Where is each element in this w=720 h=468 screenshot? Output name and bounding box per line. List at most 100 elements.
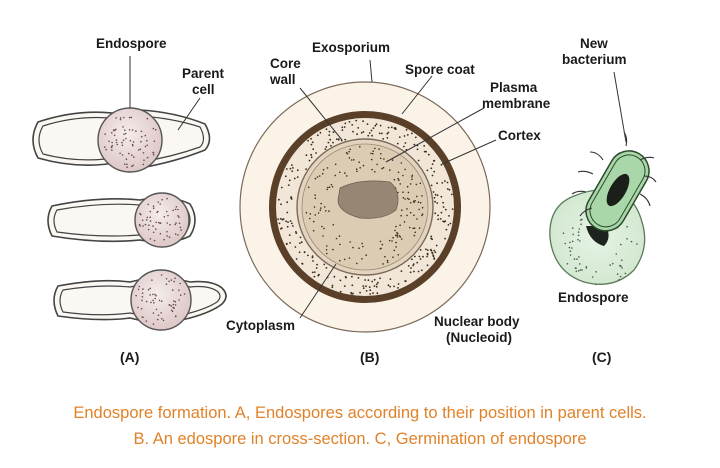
stipple-dot: [371, 134, 373, 137]
stipple-dot: [174, 304, 177, 306]
stipple-dot: [149, 220, 152, 222]
stipple-dot: [348, 121, 351, 123]
stipple-dot: [421, 213, 424, 215]
stipple-dot: [333, 275, 336, 278]
stipple-dot: [391, 159, 394, 161]
stipple-dot: [362, 285, 365, 287]
stipple-dot: [149, 216, 151, 218]
stipple-dot: [397, 254, 400, 256]
stipple-dot: [564, 242, 567, 245]
stipple-dot: [154, 297, 156, 300]
stipple-dot: [382, 138, 385, 140]
stipple-dot: [441, 182, 444, 184]
stipple-dot: [317, 212, 320, 214]
stipple-dot: [403, 135, 406, 137]
stipple-dot: [153, 239, 156, 242]
stipple-dot: [160, 312, 162, 314]
stipple-dot: [374, 124, 377, 127]
stipple-dot: [595, 271, 597, 273]
stipple-dot: [122, 126, 124, 128]
stipple-dot: [124, 132, 127, 135]
stipple-dot: [295, 232, 298, 235]
stipple-dot: [166, 235, 168, 237]
stipple-dot: [341, 126, 344, 129]
stipple-dot: [382, 263, 384, 265]
stipple-dot: [339, 290, 342, 293]
stipple-dot: [433, 249, 436, 252]
stipple-dot: [328, 210, 330, 212]
stipple-dot: [152, 207, 155, 209]
stipple-dot: [436, 194, 439, 197]
stipple-dot: [411, 178, 413, 180]
panel-c-letter: (C): [592, 349, 611, 365]
stipple-dot: [172, 209, 174, 212]
stipple-dot: [426, 169, 429, 172]
stipple-dot: [115, 141, 118, 144]
label-cortex: Cortex: [498, 128, 541, 143]
stipple-dot: [368, 132, 371, 134]
stipple-dot: [412, 227, 415, 230]
stipple-dot: [299, 236, 302, 239]
stipple-dot: [328, 134, 331, 137]
stipple-dot: [173, 300, 175, 302]
stipple-dot: [286, 225, 289, 228]
stipple-dot: [165, 278, 168, 280]
stipple-dot: [626, 225, 628, 228]
stipple-dot: [351, 284, 354, 287]
stipple-dot: [335, 138, 338, 141]
stipple-dot: [167, 214, 169, 217]
stipple-dot: [577, 231, 580, 233]
stipple-dot: [450, 193, 453, 196]
stipple-dot: [397, 233, 399, 235]
stipple-dot: [149, 287, 151, 290]
stipple-dot: [147, 228, 150, 231]
stipple-dot: [285, 243, 288, 246]
stipple-dot: [323, 206, 326, 208]
stipple-dot: [375, 283, 378, 286]
stipple-dot: [140, 308, 143, 310]
stipple-dot: [339, 171, 341, 174]
label-endospore-a: Endospore: [96, 36, 167, 51]
stipple-dot: [300, 241, 303, 244]
stipple-dot: [630, 240, 633, 243]
stipple-dot: [158, 299, 161, 302]
stipple-dot: [310, 143, 313, 146]
stipple-dot: [324, 148, 327, 151]
stipple-dot: [409, 211, 412, 214]
stipple-dot: [430, 235, 433, 238]
stipple-dot: [112, 129, 115, 131]
stipple-dot: [612, 262, 614, 265]
stipple-dot: [179, 294, 182, 297]
stipple-dot: [318, 175, 321, 177]
stipple-dot: [433, 170, 436, 173]
stipple-dot: [145, 300, 148, 303]
stipple-dot: [574, 267, 577, 269]
stipple-dot: [378, 132, 381, 135]
stipple-dot: [315, 267, 318, 269]
stipple-dot: [419, 201, 422, 204]
stipple-dot: [621, 267, 623, 269]
panel-b: Exosporium Core wall Spore coat Plasma m…: [226, 40, 551, 365]
stipple-dot: [301, 263, 304, 265]
stipple-dot: [397, 177, 399, 180]
stipple-dot: [144, 223, 147, 226]
stipple-dot: [379, 157, 382, 160]
stipple-dot: [380, 132, 383, 135]
stipple-dot: [339, 243, 341, 246]
stipple-dot: [326, 245, 328, 247]
stipple-dot: [434, 212, 437, 215]
stipple-dot: [310, 156, 313, 159]
stipple-dot: [132, 141, 135, 143]
stipple-dot: [432, 191, 435, 193]
cortex-cytoplasm-dots: [277, 119, 454, 295]
stipple-dot: [636, 243, 638, 245]
stipple-dot: [178, 222, 181, 225]
stipple-dot: [414, 136, 417, 139]
stipple-dot: [110, 146, 113, 149]
stipple-dot: [144, 145, 147, 148]
stipple-dot: [115, 117, 117, 119]
stipple-dot: [115, 139, 118, 141]
stipple-dot: [361, 242, 364, 245]
stipple-dot: [626, 238, 628, 240]
stipple-dot: [387, 131, 390, 134]
